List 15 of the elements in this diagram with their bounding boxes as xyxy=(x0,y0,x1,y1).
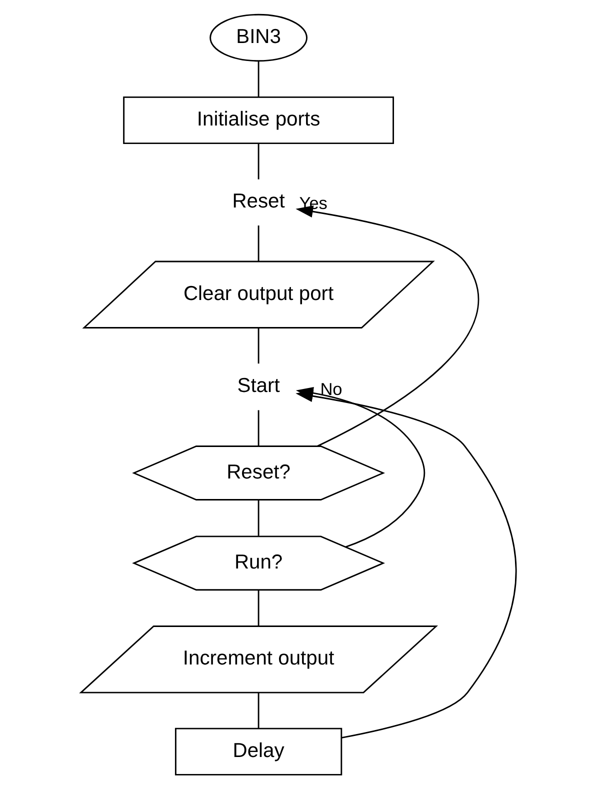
node-box: Initialise ports xyxy=(123,96,394,144)
node-text: Reset xyxy=(232,190,285,213)
node-box: Delay xyxy=(174,728,342,776)
connector xyxy=(258,328,260,364)
edge-label: No xyxy=(320,379,342,400)
connector xyxy=(258,61,260,97)
connector xyxy=(258,590,260,626)
connector xyxy=(258,500,260,536)
connector xyxy=(258,410,260,446)
node-text: Start xyxy=(237,375,280,398)
connector xyxy=(258,143,260,180)
node-ellipse: BIN3 xyxy=(210,14,308,62)
connector xyxy=(258,225,260,262)
arrow xyxy=(296,390,517,738)
connector xyxy=(258,692,260,728)
